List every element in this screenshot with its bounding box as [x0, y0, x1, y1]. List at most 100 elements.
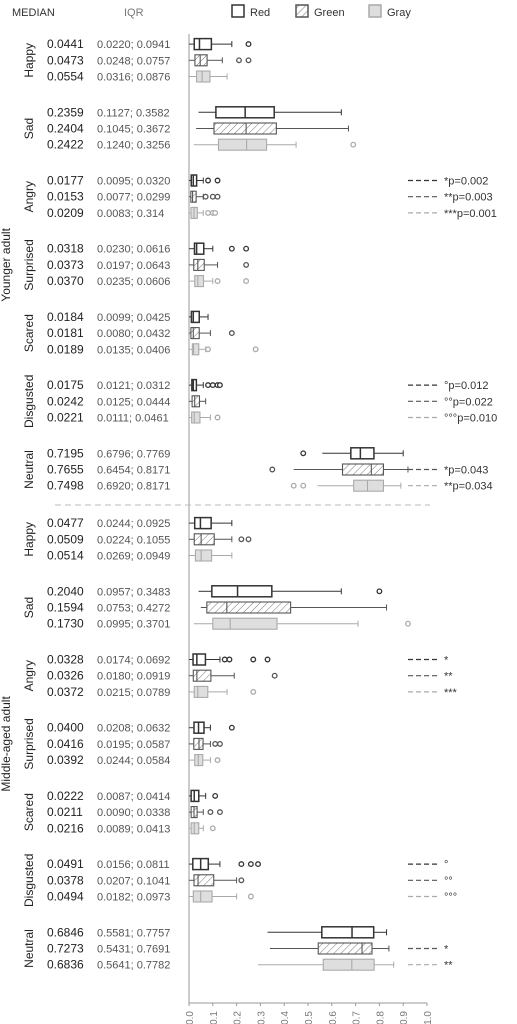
iqr-value: 0.0083; 0.314 — [97, 208, 164, 220]
median-value: 0.0328 — [47, 653, 84, 667]
outlier-point — [247, 893, 254, 900]
iqr-box — [192, 890, 213, 903]
outlier-point — [238, 877, 245, 884]
median-value: 0.7655 — [47, 463, 84, 477]
iqr-box — [192, 653, 207, 666]
iqr-value: 0.0197; 0.0643 — [97, 260, 170, 272]
outlier-point — [228, 724, 235, 731]
x-tick-label: 0.0 — [185, 1011, 196, 1024]
iqr-box — [193, 533, 215, 546]
median-value: 0.7195 — [47, 446, 84, 460]
emotion-label: Disgusted — [22, 375, 36, 428]
iqr-box — [193, 516, 212, 530]
iqr-value: 0.0121; 0.0312 — [97, 380, 170, 392]
emotion-label: Happy — [22, 43, 36, 78]
iqr-value: 0.5431; 0.7691 — [97, 944, 170, 956]
iqr-box — [194, 54, 208, 67]
iqr-value: 0.0220; 0.0941 — [97, 39, 170, 51]
x-tick-label: 0.3 — [256, 1011, 267, 1024]
median-value: 0.0491 — [47, 857, 84, 871]
emotion-label: Scared — [22, 314, 36, 352]
median-value: 0.6836 — [47, 958, 84, 972]
median-value: 0.0209 — [47, 206, 84, 220]
iqr-box — [193, 685, 209, 698]
iqr-box — [191, 395, 201, 408]
outlier-point — [405, 620, 411, 627]
x-tick-label: 0.1 — [209, 1011, 220, 1024]
iqr-value: 0.0080; 0.0432 — [97, 328, 170, 340]
iqr-value: 0.0753; 0.4272 — [97, 603, 170, 615]
significance-label: ° — [444, 859, 448, 871]
iqr-value: 0.0099; 0.0425 — [97, 312, 170, 324]
iqr-value: 0.0957; 0.3483 — [97, 586, 170, 598]
iqr-box — [213, 122, 277, 135]
outlier-point — [209, 193, 216, 200]
iqr-value: 0.0244; 0.0925 — [97, 518, 170, 530]
significance-label: ** — [444, 671, 453, 683]
iqr-value: 0.0248; 0.0757 — [97, 55, 170, 67]
emotion-label: Sad — [22, 597, 36, 618]
outlier-point — [376, 588, 383, 595]
iqr-value: 0.0208; 0.0632 — [97, 723, 170, 735]
x-tick-label: 1.0 — [423, 1011, 434, 1024]
iqr-box — [193, 242, 205, 255]
iqr-box — [191, 411, 201, 424]
iqr-value: 0.0269; 0.0949 — [97, 551, 170, 563]
outlier-point — [214, 414, 221, 421]
iqr-box — [190, 327, 200, 340]
x-tick-label: 0.5 — [304, 1011, 315, 1024]
x-tick-label: 0.4 — [280, 1011, 291, 1024]
iqr-box — [217, 138, 268, 151]
median-value: 0.0392 — [47, 753, 84, 767]
iqr-value: 0.6454; 0.8171 — [97, 465, 170, 477]
outlier-point — [214, 757, 221, 764]
legend-swatch-red — [231, 4, 245, 18]
outlier-point — [264, 656, 271, 663]
iqr-box — [321, 926, 375, 939]
iqr-value: 0.0156; 0.0811 — [97, 859, 170, 871]
iqr-box — [353, 479, 384, 492]
outlier-point — [202, 193, 209, 200]
iqr-value: 0.0135; 0.0406 — [97, 344, 170, 356]
iqr-box — [193, 258, 205, 271]
header-median: MEDIAN — [12, 7, 55, 19]
outlier-point — [228, 330, 235, 337]
outlier-point — [245, 57, 252, 64]
median-value: 0.1594 — [47, 601, 84, 615]
median-value: 0.0514 — [47, 549, 84, 563]
outlier-point — [207, 809, 214, 816]
significance-label: °°p=0.022 — [444, 396, 493, 408]
outlier-point — [214, 278, 221, 285]
significance-label: °°° — [444, 892, 457, 904]
significance-label: *p=0.002 — [444, 176, 488, 188]
iqr-box — [194, 275, 205, 288]
median-value: 0.0175 — [47, 378, 84, 392]
outlier-point — [271, 672, 278, 679]
iqr-box — [190, 822, 200, 835]
x-tick-label: 0.8 — [375, 1011, 386, 1024]
iqr-box — [194, 549, 213, 562]
outlier-point — [205, 209, 211, 216]
outlier-point — [212, 209, 219, 216]
header-iqr: IQR — [124, 7, 144, 19]
significance-label: °p=0.012 — [444, 380, 488, 392]
iqr-value: 0.5581; 0.7757 — [97, 927, 170, 939]
iqr-value: 0.0089; 0.0413 — [97, 823, 170, 835]
iqr-box — [322, 958, 375, 971]
emotion-label: Angry — [22, 181, 36, 212]
emotion-label: Scared — [22, 793, 36, 831]
outlier-point — [300, 450, 307, 457]
median-value: 0.0242 — [47, 394, 84, 408]
iqr-value: 0.6796; 0.7769 — [97, 448, 170, 460]
iqr-box — [191, 343, 200, 356]
x-tick-label: 0.7 — [352, 1011, 363, 1024]
iqr-value: 0.0244; 0.0584 — [97, 755, 170, 767]
iqr-box — [193, 874, 215, 887]
x-tick-label: 0.2 — [233, 1011, 244, 1024]
iqr-value: 0.0095; 0.0320 — [97, 176, 170, 188]
emotion-label: Surprised — [22, 239, 36, 290]
group-label: Younger adult — [0, 227, 13, 301]
emotion-label: Surprised — [22, 718, 36, 769]
emotion-label: Happy — [22, 522, 36, 557]
outlier-point — [290, 482, 297, 489]
